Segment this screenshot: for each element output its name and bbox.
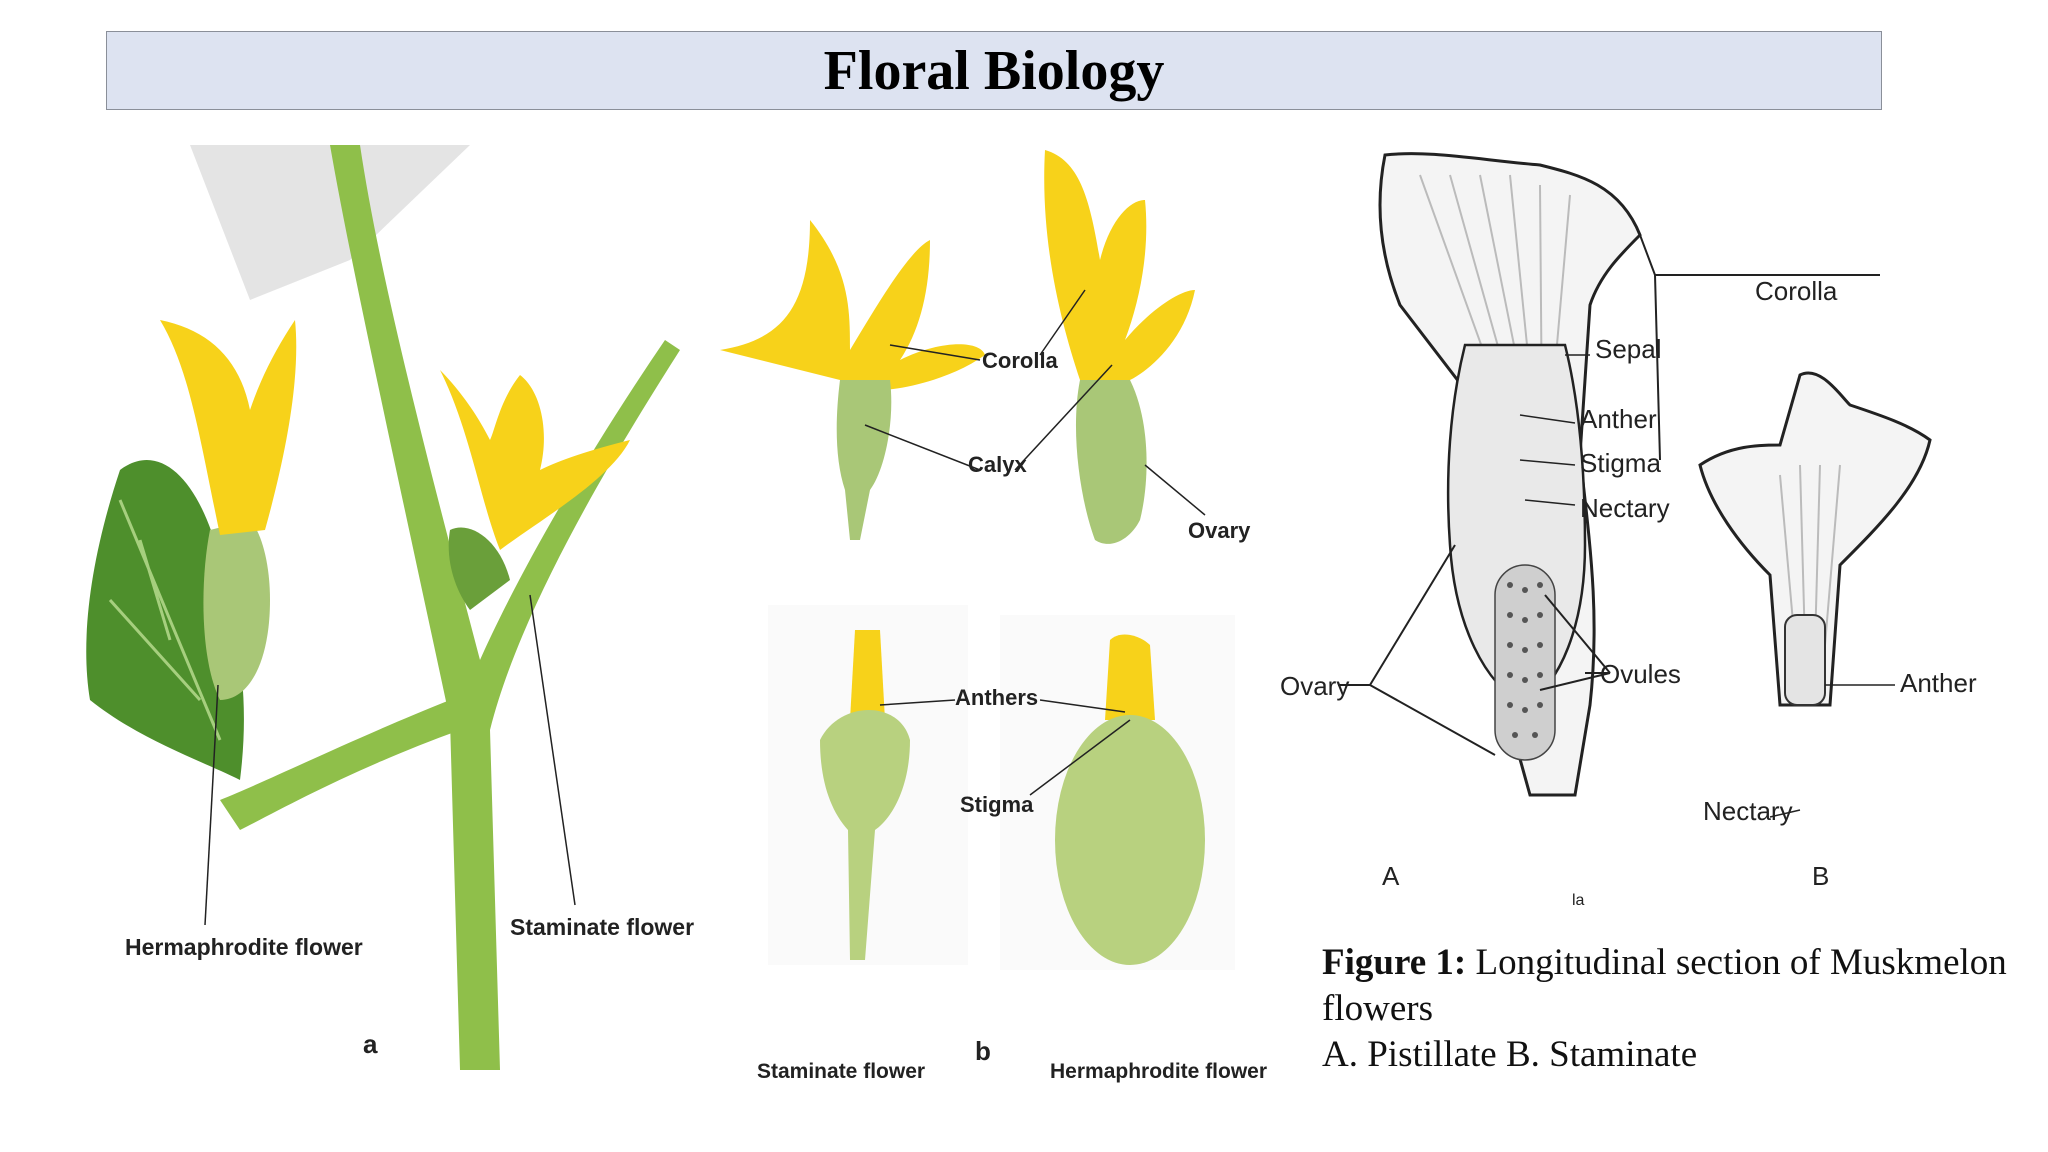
hermaphrodite-ovary-b <box>1055 715 1205 965</box>
title-banner: Floral Biology <box>106 31 1882 110</box>
panel-label-diagram-a: A <box>1382 861 1400 891</box>
panel-label-b: b <box>975 1036 991 1066</box>
longitudinal-section-diagram: Corolla Sepal Anther Stigma Nectary Ovar… <box>1280 152 1977 909</box>
pointer-hermaphrodite <box>204 684 219 926</box>
pointer-nectary-b <box>1769 809 1801 818</box>
label-nectary-b: Nectary <box>1703 796 1793 826</box>
caption-line-2: A. Pistillate B. Staminate <box>1322 1034 1698 1075</box>
ovule-dots <box>1507 582 1543 738</box>
staminate-corolla-veins <box>1779 464 1841 646</box>
pointer-calyx-left <box>864 424 981 471</box>
top-right-corolla <box>1044 150 1195 380</box>
top-left-calyx <box>836 380 892 540</box>
label-staminate-flower: Staminate flower <box>510 914 694 940</box>
pointer-anther-a <box>1519 414 1576 424</box>
top-right-ovary <box>1075 380 1147 544</box>
pointer-stigma <box>1029 719 1131 796</box>
leaf-veins <box>108 499 222 741</box>
ovules-chamber <box>1494 564 1556 761</box>
pointer-nectary-a <box>1524 499 1576 506</box>
label-corolla: Corolla <box>982 348 1059 373</box>
staminate-petals <box>440 370 630 550</box>
label-nectary-a: Nectary <box>1580 493 1670 523</box>
hermaphrodite-petals <box>160 320 297 535</box>
hermaphrodite-ovary <box>203 520 270 700</box>
label-ovary-diagram: Ovary <box>1280 671 1349 701</box>
pointer-corolla-diagram <box>1639 234 1880 461</box>
panel-label-diagram-b: B <box>1812 861 1829 891</box>
label-ovules: Ovules <box>1600 659 1681 689</box>
figure-caption: Figure 1: Longitudinal section of Muskme… <box>1322 940 2042 1078</box>
label-anther-a: Anther <box>1580 404 1657 434</box>
pointer-corolla-right <box>1039 289 1086 356</box>
label-stigma: Stigma <box>960 792 1034 817</box>
pointer-ovary <box>1144 464 1206 516</box>
staminate-anthers <box>850 630 885 720</box>
pointer-ovules <box>1539 594 1611 691</box>
pointer-anthers-right <box>1039 699 1126 713</box>
label-calyx: Calyx <box>968 452 1027 477</box>
caption-bold: Figure 1: <box>1322 942 1467 983</box>
staminate-flower-body <box>820 710 910 960</box>
label-ovary: Ovary <box>1188 518 1251 543</box>
hermaphrodite-stigma <box>1105 634 1155 720</box>
slide-title: Floral Biology <box>823 39 1165 102</box>
pointer-stigma-diagram <box>1519 459 1576 466</box>
top-left-corolla <box>720 220 985 390</box>
side-branch <box>220 700 460 830</box>
pointer-ovary-diagram <box>1338 544 1496 756</box>
caption-line-1: Longitudinal section of Muskmelon flower… <box>1322 942 2007 1029</box>
label-anthers: Anthers <box>955 685 1038 710</box>
panel-label-a: a <box>363 1029 378 1059</box>
label-hermaphrodite-flower: Hermaphrodite flower <box>125 934 363 960</box>
label-staminate-flower-b: Staminate flower <box>757 1060 925 1083</box>
pointer-corolla-left <box>889 344 981 361</box>
shadow <box>190 145 470 300</box>
scale-mark: la <box>1572 892 1585 909</box>
label-corolla-diagram: Corolla <box>1755 276 1838 306</box>
pistillate-corolla-veins <box>1419 174 1571 426</box>
staminate-anther-column <box>1784 614 1826 706</box>
label-hermaphrodite-flower-b: Hermaphrodite flower <box>1050 1060 1267 1083</box>
photo-b-flowers: Corolla Calyx Ovary Anthers Stigma Stami… <box>720 150 1267 1083</box>
pointer-staminate <box>529 594 576 906</box>
photo-a-plant: Hermaphrodite flower Staminate flower a <box>86 145 694 1070</box>
label-sepal: Sepal <box>1595 334 1662 364</box>
staminate-outline <box>1698 371 1932 707</box>
label-anther-b: Anther <box>1900 668 1977 698</box>
label-stigma-diagram: Stigma <box>1580 448 1661 478</box>
pointer-calyx-right <box>1014 364 1113 471</box>
pointer-anthers-left <box>879 699 956 706</box>
staminate-calyx <box>448 527 510 610</box>
main-stem <box>330 145 680 1070</box>
